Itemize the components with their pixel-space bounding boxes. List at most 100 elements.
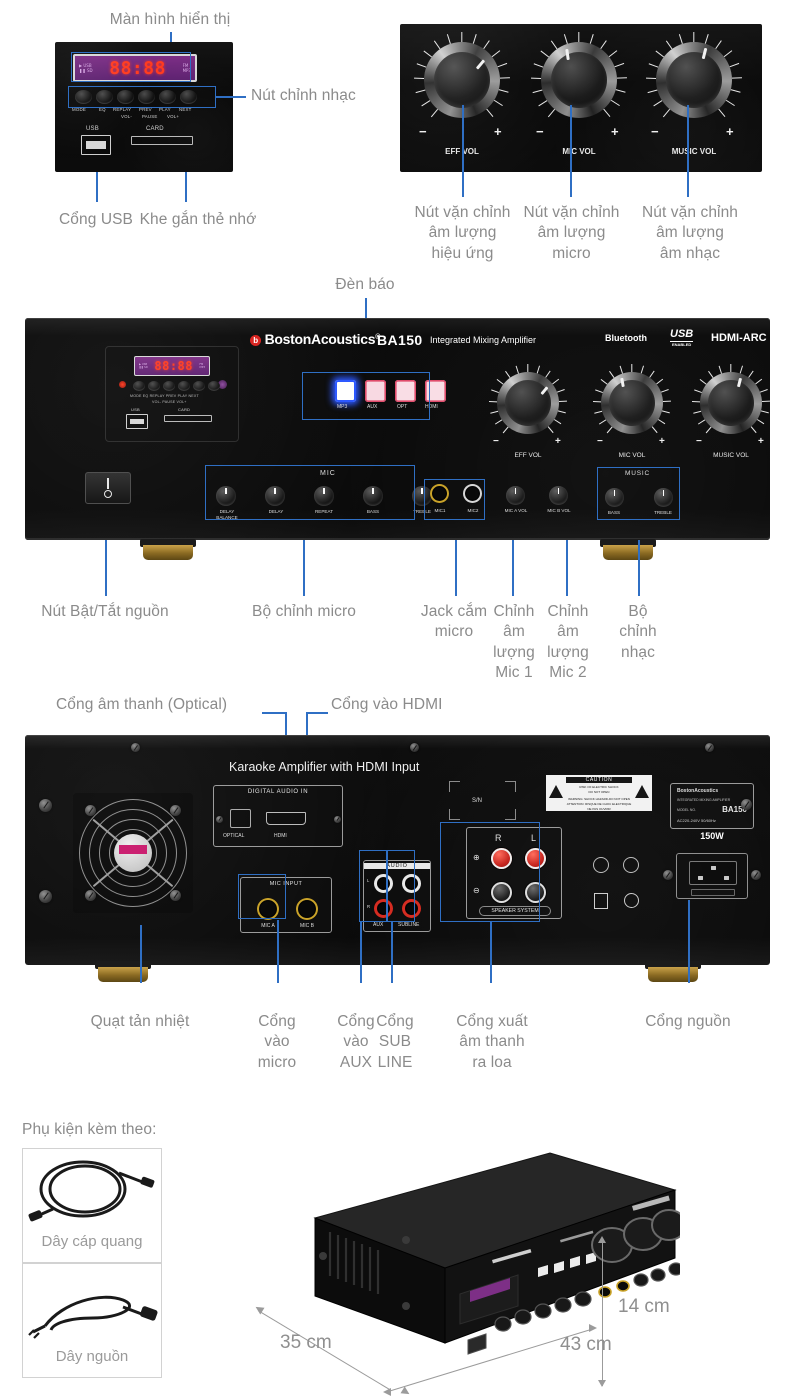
knob-delay[interactable] — [265, 486, 285, 506]
front-plus-mic: + — [659, 436, 665, 447]
front-button-next[interactable] — [208, 381, 220, 391]
label-card-slot: CARD — [146, 126, 164, 132]
speaker-post-r-minus[interactable] — [491, 882, 512, 903]
knob-mic-bass[interactable] — [363, 486, 383, 506]
caution-title: CAUTION — [566, 777, 632, 783]
front-minus-eff: − — [493, 436, 499, 447]
front-button-play[interactable] — [193, 381, 205, 391]
rca-subline-right[interactable] — [402, 899, 421, 918]
knob-mic-treble[interactable] — [412, 486, 432, 506]
speaker-post-l-plus[interactable] — [525, 848, 546, 869]
front-button-mode[interactable] — [133, 381, 145, 391]
rear-jack-mic-b[interactable] — [296, 898, 318, 920]
rear-foot-right — [648, 967, 698, 982]
jack-mic2[interactable] — [463, 484, 482, 503]
knob-music-treble[interactable] — [654, 488, 673, 507]
front-lcd-usb: ▶ USB — [139, 362, 148, 366]
audio-label-right: R — [367, 904, 371, 909]
button-eq[interactable] — [96, 90, 113, 104]
caution-label: CAUTION RISK OF ELECTRIC SHOCK DO NOT OP… — [546, 775, 652, 811]
source-button-aux[interactable] — [365, 380, 386, 402]
usb-port[interactable] — [81, 135, 111, 155]
front-knob-music-vol[interactable] — [700, 372, 762, 434]
leader-power-in — [688, 900, 690, 983]
front-usb-port[interactable] — [126, 414, 148, 429]
iec-screw-right — [751, 870, 761, 880]
callout-music-buttons: Nút chỉnh nhạc — [251, 87, 356, 104]
music-section-title: MUSIC — [625, 470, 650, 477]
accessory-item-optical-cable: Dây cáp quang — [22, 1148, 162, 1263]
hdmi-port[interactable] — [266, 812, 306, 825]
leader-card — [185, 172, 187, 202]
speaker-post-r-plus[interactable] — [491, 848, 512, 869]
leader-speaker-out — [490, 922, 492, 983]
jack-mic1[interactable] — [430, 484, 449, 503]
fan-screw-bl — [85, 890, 96, 901]
source-label-mp3: MP3 — [337, 404, 348, 410]
plus-eff: + — [494, 124, 502, 139]
knob-music-bass[interactable] — [605, 488, 624, 507]
weee-bin-icon — [594, 893, 608, 909]
accessories-title: Phụ kiện kèm theo: — [22, 1121, 157, 1138]
power-switch[interactable] — [85, 472, 131, 504]
front-knob-mic-vol[interactable] — [601, 372, 663, 434]
front-knob-eff-vol[interactable] — [497, 372, 559, 434]
fan-screw-tr — [170, 805, 181, 816]
power-cable-icon — [28, 1295, 158, 1339]
label-mic-a: MIC A — [261, 923, 275, 929]
front-button-replay[interactable] — [163, 381, 175, 391]
screw-top-right — [705, 743, 714, 752]
button-replay[interactable] — [117, 90, 134, 104]
highlight-music-controls — [597, 467, 680, 520]
leader-sub-line — [391, 922, 393, 983]
knob-repeat[interactable] — [314, 486, 334, 506]
button-play[interactable] — [159, 90, 176, 104]
spec-plate-voltage: AC220-240V 50/60Hz — [677, 818, 716, 823]
highlight-sub-line — [387, 850, 415, 922]
sn-bracket-bl — [449, 809, 460, 820]
source-button-opt[interactable] — [395, 380, 416, 402]
callout-mic2-vol: Chỉnh âm lượng Mic 2 — [547, 603, 589, 682]
rca-subline-left[interactable] — [402, 874, 421, 893]
callout-music-controls: Bộ chỉnh nhạc — [619, 603, 657, 661]
dim-line-height — [602, 1238, 604, 1386]
knob-music-vol[interactable] — [656, 42, 732, 118]
front-knob-label-eff: EFF VOL — [514, 452, 542, 459]
knob-mic-vol[interactable] — [541, 42, 617, 118]
compliance-symbol-1 — [593, 857, 609, 873]
source-button-hdmi[interactable] — [425, 380, 446, 402]
front-button-prev[interactable] — [178, 381, 190, 391]
knob-mic-b-vol[interactable] — [549, 486, 568, 505]
front-card-slot[interactable] — [164, 415, 212, 422]
front-button-labels-row2: VOL- PAUSE VOL+ — [152, 400, 187, 404]
button-prev[interactable] — [138, 90, 155, 104]
hdmi-arc-badge: HDMI-ARC — [711, 332, 767, 344]
power-inlet[interactable] — [676, 853, 748, 899]
optical-port[interactable] — [230, 809, 251, 828]
leader-aux — [360, 922, 362, 983]
knob-mic-a-vol[interactable] — [506, 486, 525, 505]
iec-screw-left — [663, 870, 673, 880]
front-button-eq[interactable] — [148, 381, 160, 391]
source-button-mp3[interactable] — [335, 380, 356, 402]
callout-mic-in: Cổng vào micro — [257, 1013, 297, 1071]
rca-aux-right[interactable] — [374, 899, 393, 918]
callout-mic1-vol: Chỉnh âm lượng Mic 1 — [493, 603, 535, 682]
screw-top-left — [131, 743, 140, 752]
card-slot[interactable] — [131, 136, 193, 145]
button-next[interactable] — [180, 90, 197, 104]
rear-jack-mic-a[interactable] — [257, 898, 279, 920]
front-button-labels-row1: MODE EQ REPLAY PREV PLAY NEXT — [130, 394, 199, 398]
label-delay: DELAY — [268, 509, 284, 514]
leader-music-buttons — [216, 96, 246, 98]
label-sub-line: SUBLINE — [398, 922, 420, 928]
callout-power-switch: Nút Bật/Tắt nguồn — [41, 603, 169, 620]
knob-delay-balance[interactable] — [216, 486, 236, 506]
rear-panel-title: Karaoke Amplifier with HDMI Input — [229, 760, 420, 774]
rca-aux-left[interactable] — [374, 874, 393, 893]
spec-plate-model-key: MODEL NO. — [677, 808, 696, 812]
caution-warn2: ATTENTION: RISQUE DE CHOC ELECTRIQUE — [566, 802, 632, 806]
button-mode[interactable] — [75, 90, 92, 104]
speaker-post-l-minus[interactable] — [525, 882, 546, 903]
